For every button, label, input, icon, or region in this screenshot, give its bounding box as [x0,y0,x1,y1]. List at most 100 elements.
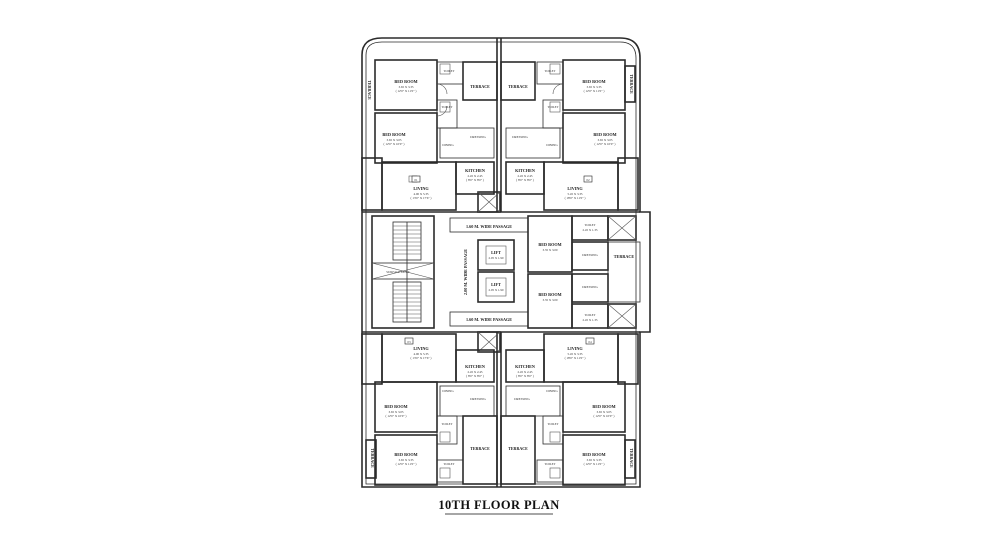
bedroom-label: BED ROOM [382,132,405,137]
dressing-label: DRESSING [514,397,530,401]
living-ft: ( 13'0" X 17'6" ) [411,196,432,200]
bedroom-ft: ( 12'0" X 10'0" ) [595,142,616,146]
terrace-label: TERRACE [629,74,634,94]
bedroom-ft: ( 12'0" X 11'0" ) [584,89,605,93]
lift-dim: 2.05 X 1.90 [488,256,503,260]
unit-top-right: BED ROOM 3.65 X 3.35 ( 12'0" X 11'0" ) B… [500,59,639,211]
lift-label: LIFT [491,250,501,255]
duct-label: SURFACE DUCT [386,270,410,274]
passage-label-top: 1.60 M. WIDE PASSAGE [466,224,512,229]
unit-number: 04 [588,340,592,344]
unit-bottom-right: LIVING 5.45 X 3.35 ( 18'0" X 11'0" ) KIT… [500,333,639,486]
bedroom-ft: ( 12'0" X 11'0" ) [396,462,417,466]
living-dim: 4.00 X 5.35 [413,192,428,196]
bedroom-ft: ( 12'0" X 10'0" ) [384,142,405,146]
terrace-label: TERRACE [614,254,635,259]
living-dim: 4.00 X 5.35 [413,352,428,356]
plan-title-block: 10TH FLOOR PLAN [438,498,559,515]
bedroom-label: BED ROOM [582,452,605,457]
toilet-label: TOILET [584,223,595,227]
terrace-label: TERRACE [508,446,528,451]
unit-number-badge: 04 [585,337,595,345]
toilet-label: TOILET [547,422,558,426]
bedroom-dim: 3.35 X 3.00 [542,248,557,252]
lift-dim: 2.05 X 1.90 [488,288,503,292]
dressing-label: DRESSING [470,397,486,401]
bedroom-dim: 3.65 X 3.05 [388,410,403,414]
terrace-label: TERRACE [470,446,490,451]
kitchen-ft: ( 8'0" X 8'0" ) [466,374,484,378]
bedroom-label: BED ROOM [538,242,561,247]
bedroom-dim: 3.65 X 3.05 [386,138,401,142]
bedroom-dim: 3.35 X 3.00 [542,298,557,302]
passage-label-bottom: 1.60 M. WIDE PASSAGE [466,317,512,322]
bedroom-dim: 3.65 X 3.35 [398,85,413,89]
plan-title: 10TH FLOOR PLAN [438,498,559,512]
unit-number-badge: 01 [411,175,421,183]
toilet-label: TOILET [547,105,558,109]
kitchen-label: KITCHEN [515,364,535,369]
kitchen-ft: ( 8'0" X 8'0" ) [516,374,534,378]
dressing-label: DRESSING [512,135,528,139]
stair-treads [393,222,421,322]
bedroom-dim: 3.65 X 3.35 [586,85,601,89]
bedroom-ft: ( 12'0" X 10'0" ) [594,414,615,418]
toilet-dim: 2.45 X 1.35 [582,318,597,322]
toilet-dim: 2.45 X 1.35 [582,228,597,232]
toilet-label: TOILET [584,313,595,317]
dressing-label: DRESSING [470,135,486,139]
bedroom-label: BED ROOM [394,79,417,84]
unit-number-badge: 02 [583,175,593,183]
kitchen-ft: ( 8'0" X 8'0" ) [516,178,534,182]
dining-label: DINING [546,389,558,393]
kitchen-dim: 2.45 X 2.45 [517,174,532,178]
bedroom-dim: 3.65 X 3.05 [597,138,612,142]
unit-top-left: BED ROOM 3.65 X 3.35 ( 12'0" X 11'0" ) B… [361,59,498,211]
bedroom-dim: 3.65 X 3.05 [596,410,611,414]
kitchen-dim: 2.45 X 2.45 [517,370,532,374]
kitchen-dim: 2.45 X 2.45 [467,174,482,178]
bedroom-label: BED ROOM [394,452,417,457]
toilet-label: TOILET [441,105,452,109]
bedroom-label: BED ROOM [592,404,615,409]
living-label: LIVING [413,346,429,351]
unit-number: 02 [586,178,590,182]
bedroom-dim: 3.65 X 3.35 [398,458,413,462]
passage-label-vertical: 2.00 M. WIDE PASSAGE [463,249,468,295]
toilet-label: TOILET [441,422,452,426]
bedroom-label: BED ROOM [384,404,407,409]
dining-label: DINING [442,143,454,147]
terrace-label: TERRACE [629,448,634,468]
terrace-label: TERRACE [367,80,372,100]
kitchen-ft: ( 8'0" X 8'0" ) [466,178,484,182]
kitchen-label: KITCHEN [515,168,535,173]
kitchen-label: KITCHEN [465,364,485,369]
living-dim: 5.45 X 3.35 [567,352,582,356]
terrace-label: TERRACE [508,84,528,89]
toilet-label: TOILET [544,462,555,466]
bedroom-label: BED ROOM [538,292,561,297]
toilet-label: TOILET [443,69,454,73]
unit-number-badge: 03 [404,337,414,345]
dining-label: DINING [546,143,558,147]
living-label: LIVING [413,186,429,191]
bedroom-label: BED ROOM [582,79,605,84]
dressing-label: DRESSING [582,253,598,257]
unit-number: 01 [414,178,418,182]
bedroom-ft: ( 12'0" X 10'0" ) [386,414,407,418]
central-core: SURFACE DUCT 1.60 M. WIDE PASSAGE 1.60 M… [371,191,641,353]
living-ft: ( 18'0" X 11'0" ) [565,356,586,360]
bedroom-ft: ( 12'0" X 11'0" ) [396,89,417,93]
kitchen-dim: 2.45 X 2.45 [467,370,482,374]
living-label: LIVING [567,346,583,351]
unit-number: 03 [407,340,411,344]
terrace-label: TERRACE [370,448,375,468]
lift-label: LIFT [491,282,501,287]
unit-bottom-left: LIVING 4.00 X 5.35 ( 13'0" X 17'6" ) KIT… [361,333,498,486]
bedroom-ft: ( 12'0" X 11'0" ) [584,462,605,466]
bedroom-dim: 3.65 X 3.35 [586,458,601,462]
dressing-label: DRESSING [582,285,598,289]
toilet-label: TOILET [443,462,454,466]
living-ft: ( 13'0" X 17'6" ) [411,356,432,360]
